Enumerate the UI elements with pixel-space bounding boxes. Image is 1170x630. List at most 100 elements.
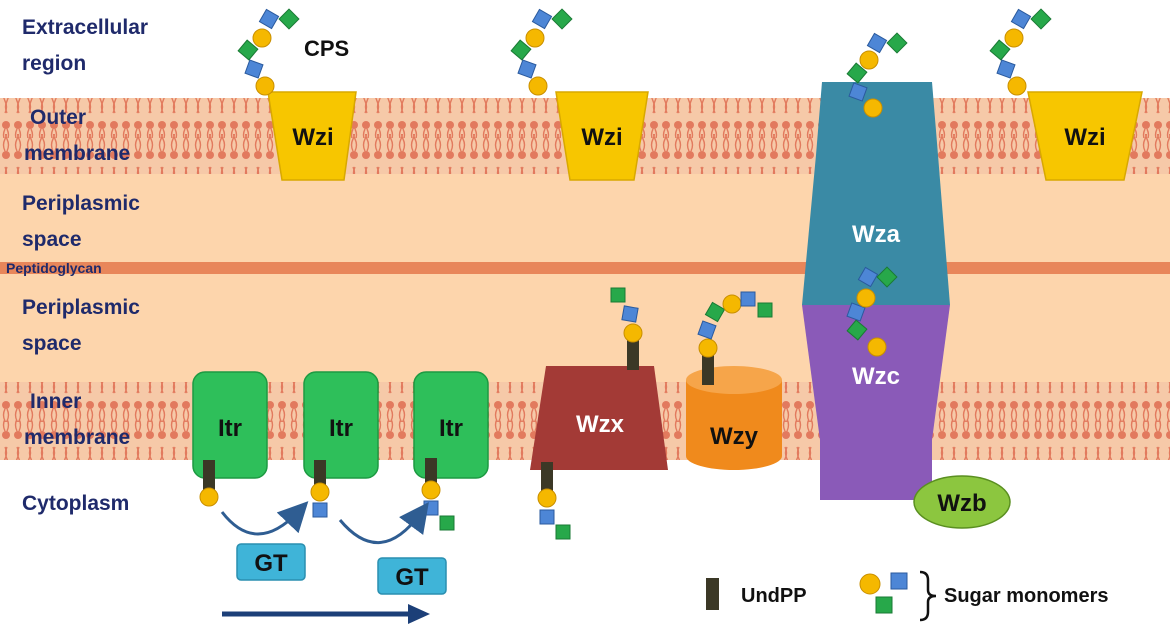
wzi-protein-2: Wzi	[555, 91, 649, 181]
sugar-circle	[859, 50, 879, 70]
sugar-square-blue	[312, 502, 328, 518]
wzi-label-1: Wzi	[292, 124, 333, 151]
sugar-square-blue	[866, 32, 888, 54]
sugar-chains-cytoplasm	[199, 480, 571, 540]
outer-membrane-label-line2: membrane	[24, 142, 130, 165]
sugar-square-blue	[244, 59, 264, 79]
wzc-upper	[802, 305, 950, 440]
sugar-square-green	[886, 32, 908, 54]
wza-barrel	[802, 155, 950, 305]
sugar-circle	[856, 288, 876, 308]
sugar-circle	[537, 488, 557, 508]
sugar-square-blue	[423, 500, 439, 516]
itr-label-2: Itr	[329, 415, 353, 442]
wzx-label: Wzx	[576, 411, 625, 438]
sugar-square-blue	[517, 59, 537, 79]
curved-arrow-2	[338, 501, 429, 545]
pathway-arrow	[222, 604, 430, 624]
undpp-carrier	[627, 340, 639, 370]
periplasm-lower-label-line1: Periplasmic	[22, 296, 140, 319]
sugar-chains-export	[846, 32, 908, 357]
sugar-circle	[863, 98, 883, 118]
wzc-label: Wzc	[852, 363, 900, 390]
legend-sugar-square-green	[875, 596, 893, 614]
sugar-square-green	[989, 39, 1011, 61]
sugar-circle	[698, 338, 718, 358]
gt-label-1: GT	[254, 550, 288, 577]
sugar-square-green	[757, 302, 773, 318]
sugar-square-green	[704, 301, 726, 323]
legend: UndPP Sugar monomers	[706, 570, 1108, 622]
sugar-square-green	[876, 266, 898, 288]
wzi-label-2: Wzi	[581, 124, 622, 151]
undpp-carrier	[425, 458, 437, 488]
sugar-circle	[199, 487, 219, 507]
sugar-square-blue	[848, 82, 868, 102]
undpp-carrier	[203, 460, 215, 490]
wzb-label: Wzb	[937, 490, 986, 517]
gt-enzyme-1: GT	[236, 543, 306, 581]
legend-brace	[919, 570, 937, 622]
wza-wzc-complex: Wza Wzc	[802, 82, 950, 500]
legend-undpp-label: UndPP	[741, 585, 807, 607]
region-labels: Extracellular region Outer membrane Peri…	[6, 16, 148, 515]
sugar-square-green	[555, 524, 571, 540]
periplasm-band	[0, 172, 1170, 382]
gt-transfer-arrows	[220, 501, 429, 545]
inner-membrane-label-line1: Inner	[30, 390, 81, 413]
itr-protein-1: Itr	[192, 371, 268, 479]
periplasm-upper-label-line1: Periplasmic	[22, 192, 140, 215]
undpp-carriers	[203, 340, 714, 492]
curved-arrow-1	[220, 501, 309, 536]
cps-chain-3	[989, 8, 1052, 96]
extracellular-label-line2: region	[22, 52, 86, 75]
cps-chain-1	[237, 8, 300, 96]
sugar-square-green	[278, 8, 300, 30]
sugar-circle	[1004, 28, 1024, 48]
sugar-circle	[1007, 76, 1027, 96]
wzb-protein: Wzb	[913, 475, 1011, 529]
wzi-protein-3: Wzi	[1027, 91, 1143, 181]
gt-label-2: GT	[395, 564, 429, 591]
itr-label-3: Itr	[439, 415, 463, 442]
wzy-protein: Wzy	[686, 366, 782, 470]
wzc-lower	[820, 440, 932, 500]
sugar-circle	[525, 28, 545, 48]
sugar-circle	[528, 76, 548, 96]
sugar-square-green	[610, 287, 626, 303]
sugar-square-green	[551, 8, 573, 30]
sugar-square-green	[439, 515, 455, 531]
undpp-carrier	[541, 462, 553, 492]
sugar-circle	[310, 482, 330, 502]
peptidoglycan-layer	[0, 262, 1170, 274]
sugar-square-blue	[1010, 8, 1032, 30]
wzx-protein: Wzx	[530, 366, 668, 470]
sugar-square-blue	[539, 509, 555, 525]
sugar-circle	[867, 337, 887, 357]
wzi-protein-1: Wzi	[267, 91, 357, 181]
itr-label-1: Itr	[218, 415, 242, 442]
outer-membrane-label-line1: Outer	[30, 106, 86, 129]
sugar-square-blue	[258, 8, 280, 30]
gt-enzyme-2: GT	[377, 557, 447, 595]
legend-sugar-circle	[859, 573, 881, 595]
sugar-circle	[421, 480, 441, 500]
peptidoglycan-label: Peptidoglycan	[6, 260, 102, 276]
sugar-square-green	[510, 39, 532, 61]
undpp-carrier	[702, 355, 714, 385]
sugar-circle	[722, 294, 742, 314]
sugar-square-blue	[531, 8, 553, 30]
sugar-circle	[255, 76, 275, 96]
wza-top-part	[816, 82, 938, 155]
sugar-square-blue	[846, 302, 866, 322]
sugar-square-blue	[857, 266, 879, 288]
undpp-carrier	[314, 460, 326, 490]
itr-protein-2: Itr	[303, 371, 379, 479]
sugar-square-blue	[740, 291, 756, 307]
sugar-circle	[623, 323, 643, 343]
sugar-square-blue	[697, 320, 717, 340]
wzi-label-3: Wzi	[1064, 124, 1105, 151]
sugar-square-green	[237, 39, 259, 61]
sugar-chains-periplasm	[610, 287, 773, 358]
